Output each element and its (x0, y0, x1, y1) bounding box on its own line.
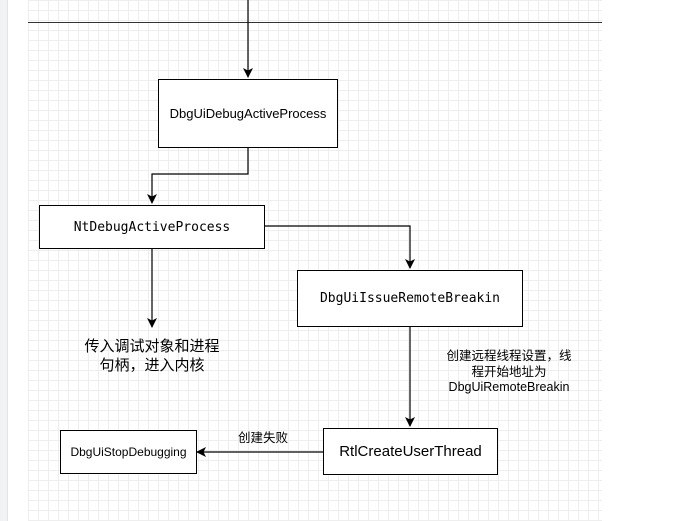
node-dbgui-stop-debugging[interactable]: DbgUiStopDebugging (60, 430, 197, 474)
node-label: NtDebugActiveProcess (73, 219, 231, 235)
node-nt-debug-active-process[interactable]: NtDebugActiveProcess (39, 205, 265, 249)
annotation-pass-handles-to-kernel[interactable]: 传入调试对象和进程 句柄，进入内核 (84, 338, 220, 374)
page-break-line (28, 22, 602, 23)
annotation-create-remote-thread[interactable]: 创建远程线程设置，线 程开始地址为 DbgUiRemoteBreakin (446, 349, 572, 395)
node-label: DbgUiStopDebugging (70, 445, 187, 459)
node-label: RtlCreateUserThread (339, 443, 482, 460)
node-label: DbgUiDebugActiveProcess (169, 106, 327, 121)
node-rtl-create-user-thread[interactable]: RtlCreateUserThread (323, 428, 498, 475)
node-dbgui-issue-remote-breakin[interactable]: DbgUiIssueRemoteBreakin (297, 270, 523, 327)
node-dbgui-debug-active-process[interactable]: DbgUiDebugActiveProcess (158, 79, 338, 148)
editor-left-panel-edge (0, 0, 8, 521)
node-label: DbgUiIssueRemoteBreakin (319, 291, 500, 306)
edge-debug-active-process-to-nt[interactable] (147, 148, 249, 204)
annotation-create-failed[interactable]: 创建失败 (237, 431, 288, 445)
edge-nt-to-issue-remote-breakin[interactable] (265, 225, 415, 269)
